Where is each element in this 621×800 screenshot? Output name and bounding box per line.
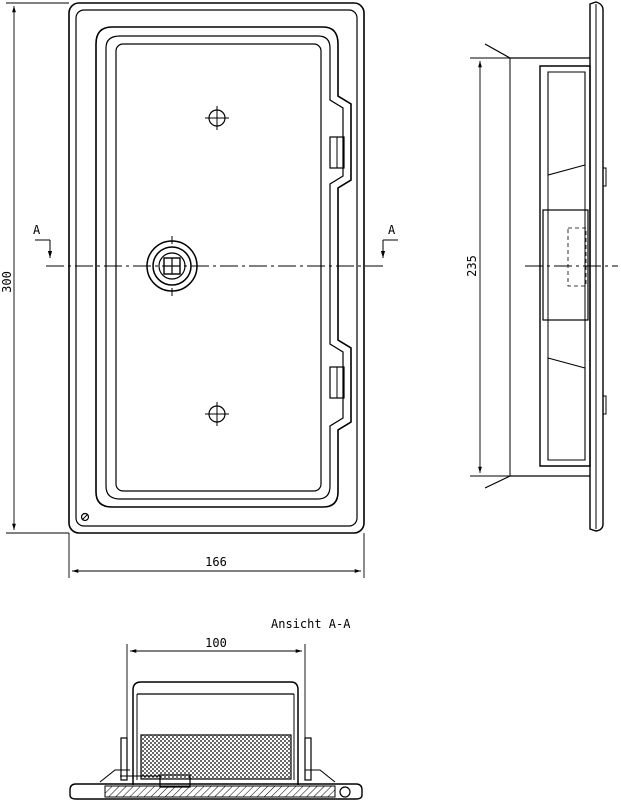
door-panel-outline <box>95 26 352 508</box>
lower-hinge <box>329 366 345 399</box>
dimension-width-label: 166 <box>205 555 227 569</box>
door-inset-panel <box>115 43 322 492</box>
outer-frame <box>68 2 365 534</box>
section-label-left: A <box>33 223 41 237</box>
dimension-height: 300 <box>0 2 69 534</box>
corner-screw <box>80 512 90 522</box>
side-lock-mechanism <box>542 209 589 321</box>
side-housing <box>539 65 591 467</box>
section-marker-left: A <box>33 223 53 258</box>
section-view: Ansicht A-A 100 <box>69 617 363 800</box>
dimension-side-height-label: 235 <box>465 255 479 277</box>
dimension-section-width-label: 100 <box>205 636 227 650</box>
front-view: A A 300 166 <box>0 2 398 578</box>
section-view-title: Ansicht A-A <box>271 617 351 631</box>
outer-frame-inner <box>75 9 358 527</box>
section-label-right: A <box>388 223 396 237</box>
rivet-bottom <box>205 402 229 426</box>
dimension-height-label: 300 <box>0 271 14 293</box>
door-panel-inner-outline <box>105 35 344 500</box>
section-marker-right: A <box>380 223 398 258</box>
side-view: 235 <box>465 1 618 532</box>
upper-hinge <box>329 136 345 169</box>
rivet-top <box>205 106 229 130</box>
section-box <box>132 681 299 785</box>
side-front-plate <box>589 1 604 532</box>
section-insulation <box>140 734 292 780</box>
dimension-width: 166 <box>68 533 365 578</box>
dimension-side-height: 235 <box>465 57 510 477</box>
dimension-section-width: 100 <box>126 636 306 755</box>
section-base-plate <box>69 783 363 800</box>
